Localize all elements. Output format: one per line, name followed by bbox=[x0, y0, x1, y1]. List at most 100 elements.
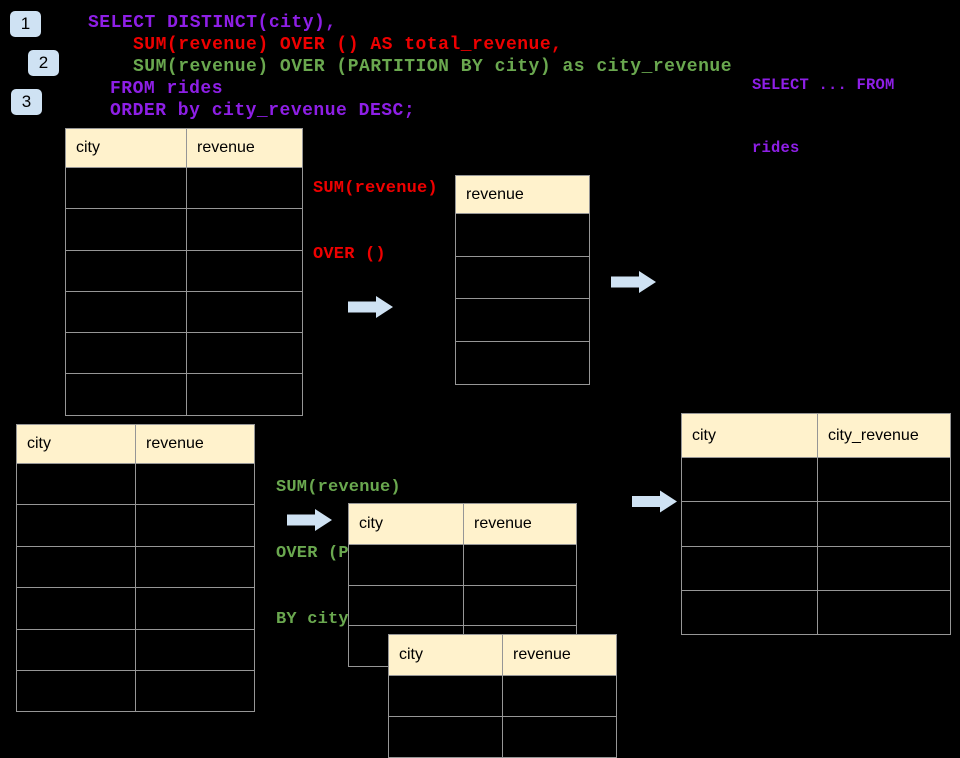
empty-cell bbox=[389, 676, 503, 717]
slide-canvas: { "colors": { "background": "#000000", "… bbox=[10, 11, 951, 758]
empty-cell bbox=[818, 546, 951, 591]
column-header: revenue bbox=[187, 129, 303, 168]
empty-cell bbox=[17, 505, 136, 547]
flow-arrow-to-final-table bbox=[632, 490, 677, 513]
table-row bbox=[66, 250, 303, 292]
column-header: revenue bbox=[456, 176, 590, 214]
table-row bbox=[456, 299, 590, 343]
table-row bbox=[17, 629, 255, 671]
table-row bbox=[66, 168, 303, 210]
empty-cell bbox=[136, 464, 255, 506]
empty-cell bbox=[136, 505, 255, 547]
table-row bbox=[66, 209, 303, 251]
empty-cell bbox=[136, 629, 255, 671]
column-header: city bbox=[349, 504, 464, 545]
step-badge-1: 1 bbox=[10, 11, 41, 37]
table-row bbox=[66, 374, 303, 416]
empty-cell bbox=[17, 546, 136, 589]
empty-cell bbox=[136, 546, 255, 589]
sql-line-city-revenue: SUM(revenue) OVER (PARTITION BY city) as… bbox=[133, 57, 732, 77]
sql-line-order-by: ORDER by city_revenue DESC; bbox=[110, 101, 416, 121]
empty-cell bbox=[818, 502, 951, 547]
table-row bbox=[389, 717, 617, 758]
empty-cell bbox=[682, 590, 818, 636]
sql-snippet-line-1: SELECT ... FROM bbox=[752, 76, 895, 94]
empty-cell bbox=[17, 670, 136, 713]
sql-line-select: SELECT DISTINCT(city), bbox=[88, 13, 337, 33]
column-header: city bbox=[682, 414, 818, 458]
empty-cell bbox=[456, 299, 590, 343]
empty-cell bbox=[456, 342, 590, 385]
empty-cell bbox=[464, 545, 577, 586]
sql-snippet-from-rides: SELECT ... FROM rides bbox=[752, 33, 895, 180]
sql-line-total-revenue: SUM(revenue) OVER () AS total_revenue, bbox=[133, 35, 563, 55]
flow-arrow-from-total-table bbox=[611, 271, 656, 293]
empty-cell bbox=[66, 168, 187, 210]
empty-cell bbox=[187, 250, 303, 292]
empty-cell bbox=[456, 214, 590, 257]
sql-line-from: FROM rides bbox=[110, 79, 224, 99]
empty-cell bbox=[187, 209, 303, 251]
table-row bbox=[682, 458, 951, 503]
table-row bbox=[456, 214, 590, 257]
empty-cell bbox=[66, 209, 187, 251]
empty-cell bbox=[187, 291, 303, 334]
empty-cell bbox=[818, 458, 951, 503]
empty-cell bbox=[349, 545, 464, 586]
sql-snippet-line-2: rides bbox=[752, 139, 800, 157]
annotation-sum-over-total: SUM(revenue) OVER () bbox=[313, 134, 438, 288]
column-header: revenue bbox=[464, 504, 577, 545]
table-row bbox=[682, 546, 951, 591]
empty-cell bbox=[389, 717, 503, 758]
table-row bbox=[456, 342, 590, 385]
column-header: city bbox=[17, 425, 136, 464]
table-row bbox=[66, 291, 303, 334]
empty-cell bbox=[66, 333, 187, 375]
column-header: revenue bbox=[136, 425, 255, 464]
table-row bbox=[682, 502, 951, 547]
empty-cell bbox=[17, 629, 136, 671]
table-row bbox=[17, 670, 255, 713]
annotation-partition-line-3: BY city) bbox=[276, 610, 360, 629]
flow-arrow-to-total-table bbox=[348, 296, 393, 318]
empty-cell bbox=[136, 588, 255, 630]
empty-cell bbox=[464, 585, 577, 627]
table-row bbox=[389, 676, 617, 717]
table-header-row: revenue bbox=[456, 176, 590, 214]
empty-cell bbox=[187, 374, 303, 416]
table-row bbox=[17, 588, 255, 630]
empty-cell bbox=[66, 291, 187, 334]
table-row bbox=[349, 585, 577, 627]
table-total-revenue-result: revenue bbox=[455, 175, 590, 385]
empty-cell bbox=[682, 546, 818, 591]
empty-cell bbox=[66, 374, 187, 416]
empty-cell bbox=[349, 585, 464, 627]
step-badge-2: 2 bbox=[28, 50, 59, 76]
annotation-total-line-2: OVER () bbox=[313, 245, 386, 264]
empty-cell bbox=[187, 168, 303, 210]
flow-arrow-to-partition-table bbox=[287, 509, 332, 531]
column-header: city bbox=[66, 129, 187, 168]
column-header: city_revenue bbox=[818, 414, 951, 458]
empty-cell bbox=[682, 458, 818, 503]
empty-cell bbox=[503, 676, 617, 717]
column-header: revenue bbox=[503, 635, 617, 676]
empty-cell bbox=[17, 588, 136, 630]
empty-cell bbox=[818, 590, 951, 636]
table-row bbox=[682, 590, 951, 636]
table-row bbox=[17, 505, 255, 547]
annotation-total-line-1: SUM(revenue) bbox=[313, 179, 438, 198]
empty-cell bbox=[136, 670, 255, 713]
empty-cell bbox=[456, 256, 590, 300]
empty-cell bbox=[187, 333, 303, 375]
empty-cell bbox=[17, 464, 136, 506]
empty-cell bbox=[503, 717, 617, 758]
